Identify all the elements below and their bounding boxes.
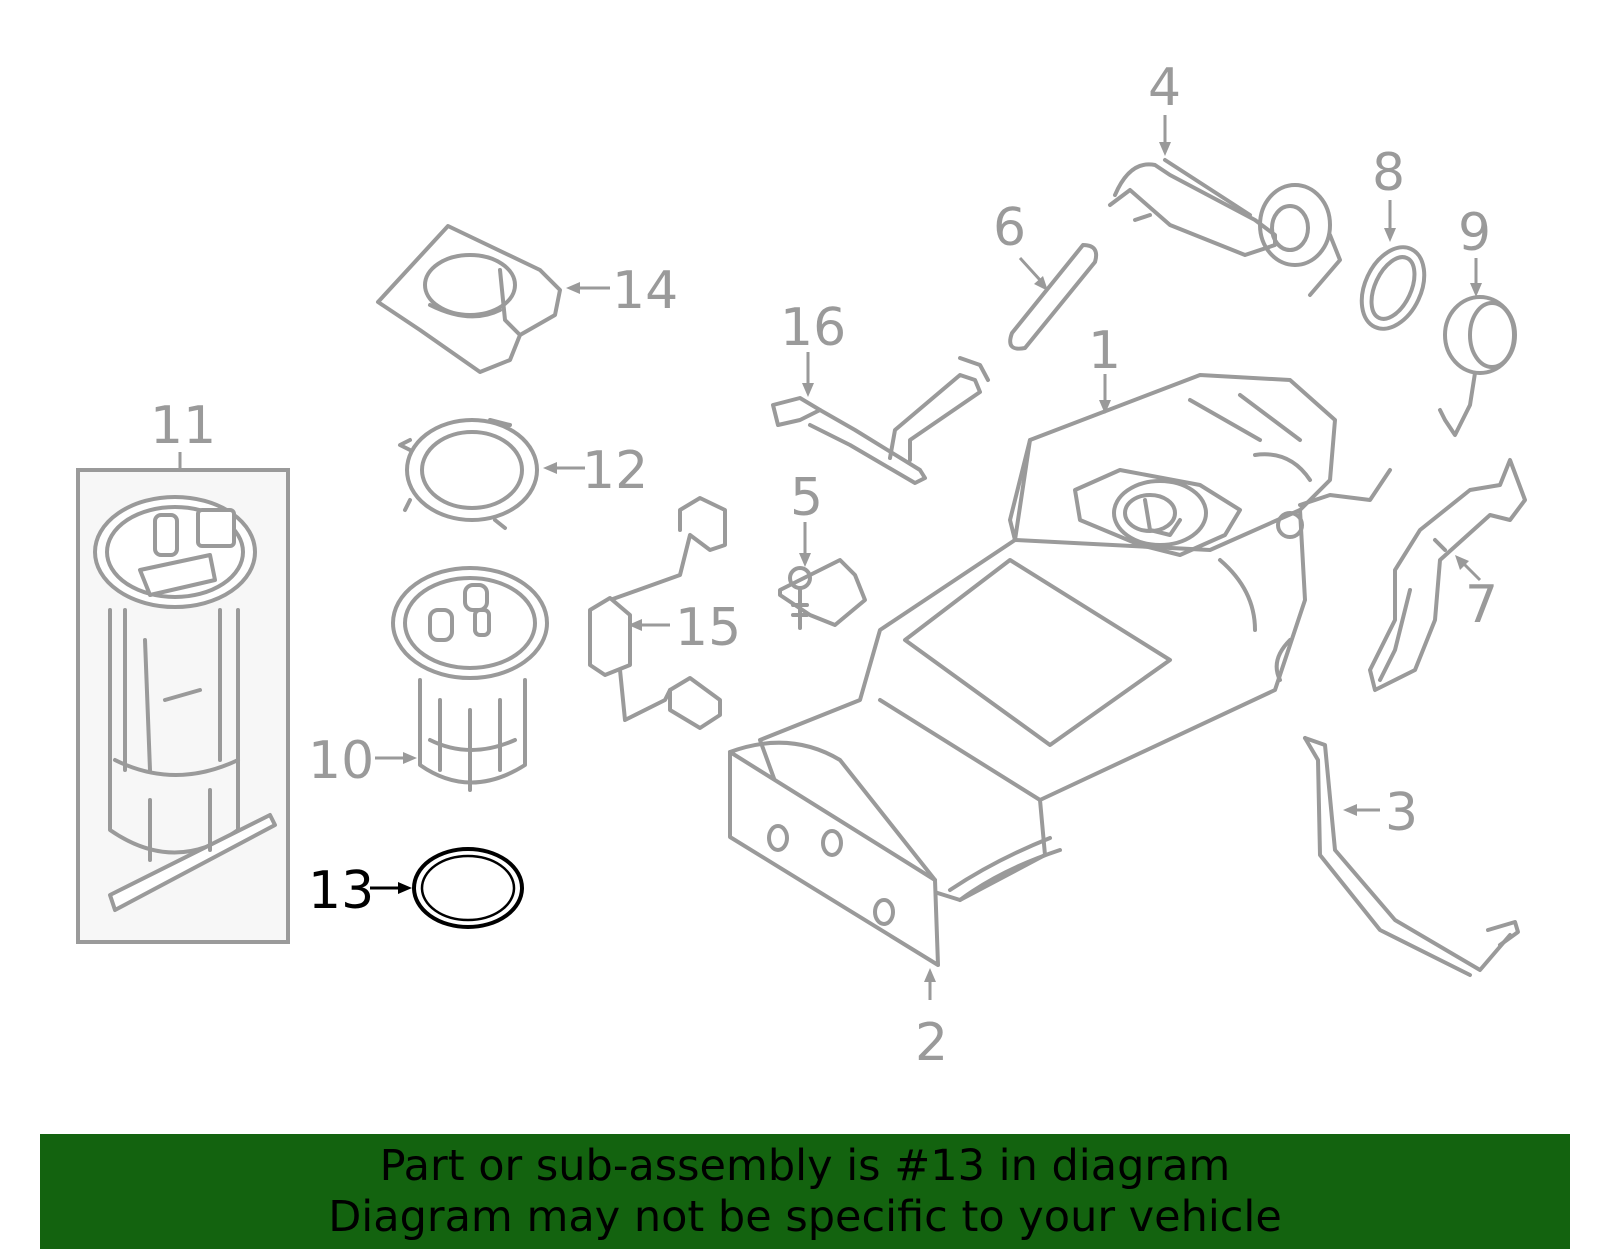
banner-line-2: Diagram may not be specific to your vehi… [328, 1191, 1282, 1242]
callout-16: 16 [780, 298, 846, 358]
part-7-shield[interactable] [1368, 458, 1527, 692]
callout-1: 1 [1088, 321, 1121, 381]
part-12-lock-ring[interactable] [398, 418, 539, 530]
part-1-fuel-tank[interactable] [758, 373, 1392, 902]
part-11-pump-assembly[interactable] [76, 468, 290, 944]
part-6-hose[interactable] [1008, 243, 1099, 351]
callout-8: 8 [1372, 143, 1405, 203]
part-15-sender-harness[interactable] [588, 496, 727, 730]
part-3-tank-strap[interactable] [1303, 736, 1520, 977]
part-14-cover[interactable] [376, 224, 562, 374]
callout-11: 11 [150, 396, 216, 456]
callout-6: 6 [993, 198, 1026, 258]
callout-10: 10 [308, 731, 374, 791]
callout-13: 13 [308, 861, 374, 921]
part-9-fuel-cap[interactable] [1438, 295, 1517, 437]
part-16-vent-hose[interactable] [771, 356, 990, 485]
callout-5: 5 [790, 468, 823, 528]
callout-15: 15 [675, 598, 741, 658]
callout-14: 14 [612, 261, 678, 321]
part-13-seal-ring[interactable] [412, 847, 524, 929]
callout-2: 2 [915, 1013, 948, 1073]
banner-line-1: Part or sub-assembly is #13 in diagram [379, 1140, 1231, 1191]
part-2-skid-plate[interactable] [728, 740, 1062, 967]
callout-labels: 1 2 3 4 5 6 7 8 9 10 11 12 13 14 15 16 [150, 58, 1498, 1073]
callout-arrows [178, 115, 1482, 1000]
callout-12: 12 [582, 441, 648, 501]
callout-9: 9 [1458, 203, 1491, 263]
info-banner: Part or sub-assembly is #13 in diagram D… [40, 1134, 1570, 1249]
callout-3: 3 [1385, 783, 1418, 843]
parts-diagram: 1 2 3 4 5 6 7 8 9 10 11 12 13 14 15 16 [76, 58, 1527, 1073]
callout-7: 7 [1465, 575, 1498, 635]
part-10-pump-module[interactable] [391, 566, 549, 792]
part-4-filler-pipe[interactable] [1108, 158, 1342, 297]
callout-4: 4 [1148, 58, 1181, 118]
part-5-clip[interactable] [778, 558, 867, 630]
part-8-gasket[interactable] [1349, 237, 1436, 339]
